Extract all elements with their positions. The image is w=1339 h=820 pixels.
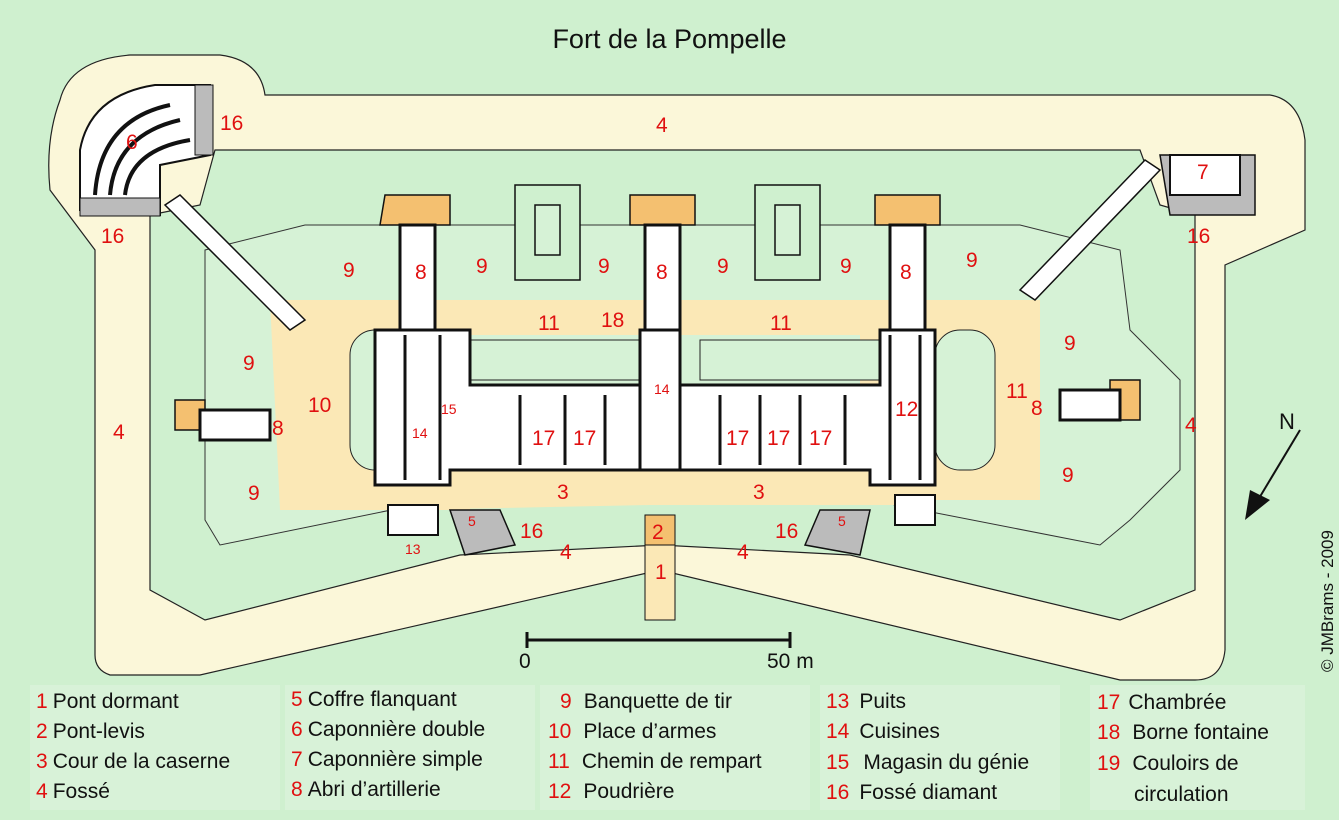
coffre-right xyxy=(803,509,871,556)
label-pont-levis: 2 xyxy=(652,521,664,544)
coffre-left xyxy=(448,509,517,556)
label-cour-right: 3 xyxy=(753,481,765,504)
central-corridor xyxy=(638,328,682,472)
map-title: Fort de la Pompelle xyxy=(552,24,787,54)
label-chambree-5: 17 xyxy=(809,427,833,450)
label-fosse-right: 4 xyxy=(1185,414,1197,437)
label-banquette-4: 9 xyxy=(717,255,729,278)
pont-levis xyxy=(644,514,676,546)
shelter-galleries xyxy=(198,223,1122,442)
cour xyxy=(380,470,940,510)
label-fosse-left: 4 xyxy=(113,421,125,444)
label-chemin-3: 11 xyxy=(1006,380,1028,403)
compass-label: N xyxy=(1279,409,1295,434)
credit: © JMBrams - 2009 xyxy=(1318,530,1337,672)
label-banquette-10: 9 xyxy=(1062,464,1074,487)
label-cuisines-center: 14 xyxy=(654,381,670,397)
label-chemin-2: 11 xyxy=(770,312,792,335)
label-fosse-top: 4 xyxy=(656,114,668,137)
label-coffre-left: 5 xyxy=(468,513,476,529)
scale-end: 50 m xyxy=(767,650,814,673)
label-caponniere-double: 6 xyxy=(126,131,138,154)
legend-box-4 xyxy=(820,685,1060,810)
traverses xyxy=(514,184,821,281)
legend-box-2 xyxy=(285,685,535,810)
label-banquette-5: 9 xyxy=(840,255,852,278)
label-place-darmes: 10 xyxy=(308,394,332,417)
label-fosse-diamant-5: 16 xyxy=(775,520,799,543)
label-banquette-8: 9 xyxy=(248,482,260,505)
label-abri-2: 8 xyxy=(656,261,668,284)
label-fosse-diamant-4: 16 xyxy=(520,520,544,543)
legend-item: circulation xyxy=(1134,783,1229,806)
label-chambree-1: 17 xyxy=(532,427,556,450)
gallery-right xyxy=(1018,159,1162,301)
label-coffre-right: 5 xyxy=(838,513,846,529)
scale-bar xyxy=(525,632,792,648)
label-chemin-1: 11 xyxy=(538,312,560,335)
label-abri-5: 8 xyxy=(1031,397,1043,420)
label-magasin-genie: 15 xyxy=(441,401,457,417)
label-abri-4: 8 xyxy=(272,417,284,440)
north-arrow-icon xyxy=(1245,429,1301,520)
barrack-partitions xyxy=(403,335,922,480)
label-banquette-9: 9 xyxy=(1064,332,1076,355)
court-green-mid-l xyxy=(469,339,651,381)
label-chambree-2: 17 xyxy=(573,427,597,450)
label-fosse-bottom-left: 4 xyxy=(560,541,572,564)
label-chambree-3: 17 xyxy=(726,427,750,450)
scale-start: 0 xyxy=(519,650,531,673)
label-pont-dormant: 1 xyxy=(655,561,667,584)
gallery-left xyxy=(163,194,307,331)
label-fosse-diamant-1: 16 xyxy=(220,112,244,135)
label-poudriere: 12 xyxy=(895,398,919,421)
label-fosse-diamant-3: 16 xyxy=(1187,225,1211,248)
pont-dormant xyxy=(644,544,676,621)
label-cour-left: 3 xyxy=(557,481,569,504)
label-abri-3: 8 xyxy=(900,261,912,284)
label-banquette-6: 9 xyxy=(966,249,978,272)
label-fosse-diamant-2: 16 xyxy=(101,225,125,248)
court-green-mid-r xyxy=(699,339,881,381)
label-borne-fontaine: 18 xyxy=(601,309,625,332)
court-green-right xyxy=(934,329,996,471)
label-abri-1: 8 xyxy=(415,261,427,284)
label-banquette-1: 9 xyxy=(343,259,355,282)
label-chambree-4: 17 xyxy=(767,427,791,450)
legend-box-3 xyxy=(540,685,810,810)
label-puits: 13 xyxy=(405,541,421,557)
label-cuisines-left: 14 xyxy=(412,425,428,441)
label-fosse-bottom-right: 4 xyxy=(737,541,749,564)
label-banquette-7: 9 xyxy=(243,352,255,375)
label-banquette-3: 9 xyxy=(598,255,610,278)
label-banquette-2: 9 xyxy=(476,255,488,278)
legend-box-5 xyxy=(1090,685,1305,810)
label-caponniere-simple: 7 xyxy=(1197,161,1209,184)
legend-box-1 xyxy=(30,685,280,810)
